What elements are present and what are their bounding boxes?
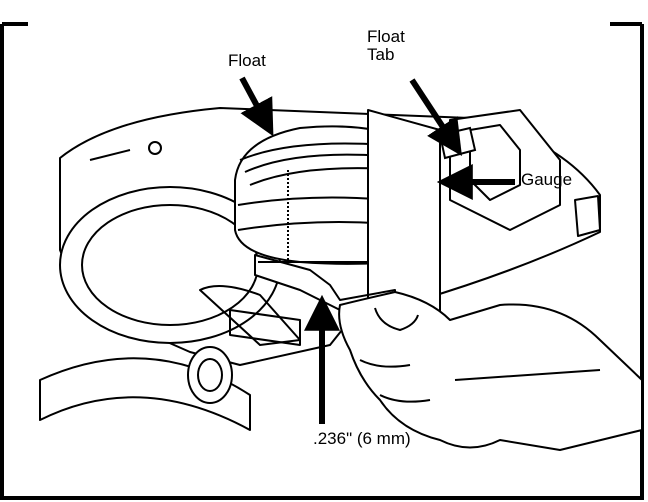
measurement-label: .236" (6 mm) bbox=[313, 429, 411, 448]
float-tab-label: Float Tab bbox=[367, 27, 405, 64]
figure-frame bbox=[0, 22, 644, 500]
leader-arrows bbox=[239, 76, 515, 424]
float-label: Float bbox=[228, 51, 266, 70]
gauge-label: Gauge bbox=[521, 170, 573, 189]
float-arrow bbox=[239, 76, 274, 137]
hand bbox=[338, 291, 643, 451]
float-tab-arrow bbox=[409, 78, 462, 157]
